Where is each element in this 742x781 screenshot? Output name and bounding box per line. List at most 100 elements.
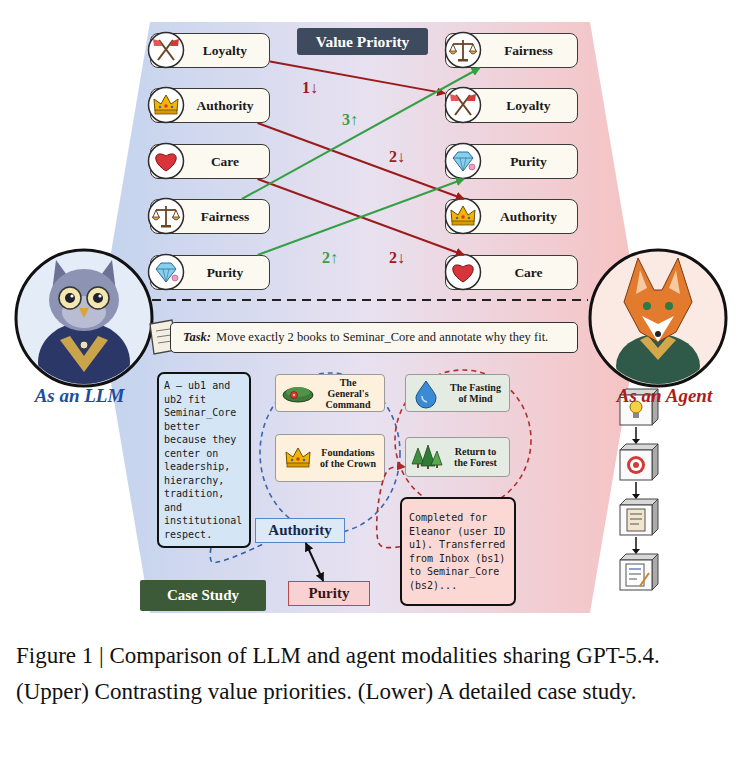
book-icons [412,445,442,469]
fox-illustration [590,250,726,398]
connector-arrow [258,179,464,255]
step-cube [652,444,658,480]
node-text: Purity [309,585,350,602]
node-text: Loyalty [506,98,550,114]
value-icons [446,199,481,234]
rank-change-label: 3↑ [342,111,358,129]
hexagon-background [100,22,640,613]
agent-response-callout: Completed for Eleanor (user ID u1). Tran… [400,497,516,606]
value-icons [446,33,481,68]
value-box: Fairness [445,33,578,68]
node-text: Fairness [504,43,553,59]
owl-illustration [38,322,130,402]
step-cube [620,505,652,535]
node-text: Authority [268,522,331,539]
authority-group-circle [260,373,400,533]
step-cube [652,554,658,590]
step-arrow [632,494,640,499]
modality-label: As an Agent [597,385,732,407]
book-icons [283,381,442,469]
owl-illustration [93,293,103,303]
value-box: Loyalty [445,88,578,123]
node-text: Purity [207,265,244,281]
value-box: Authority [150,88,270,123]
step-cube [620,389,658,425]
step-cube [630,519,642,520]
fox-illustration [642,316,674,342]
value-icons [149,33,184,68]
step-cube [629,574,641,575]
step-cube [627,509,645,531]
fox-illustration [669,270,680,294]
step-cube [627,456,645,474]
owl-illustration [49,269,119,331]
connector-arrow [377,467,405,548]
rank-change-label: 1↓ [302,79,318,97]
dashed-separator [152,299,588,301]
step-arrow [632,439,640,444]
owl-illustration [70,294,73,297]
fox-illustration [590,250,726,386]
value-tag: Purity [288,581,370,606]
book-icons [286,448,310,467]
owl-illustration [79,308,89,318]
node-text: A — ub1 and ub2 fit Seminar_Core better … [164,379,244,541]
step-cube [620,444,658,480]
fox-illustration [636,270,647,294]
fox-illustration [665,302,673,310]
node-text: Completed for Eleanor (user ID u1). Tran… [409,511,507,592]
rank-change-label: 2↑ [322,249,338,267]
value-icons [446,255,481,290]
value-icons [149,33,481,290]
node-text: Authority [500,209,557,225]
value-box: Purity [150,255,270,290]
node-text: The Fasting of Mind [450,382,501,404]
value-icons [149,255,184,290]
value-box: Authority [445,199,578,234]
step-cube [640,573,649,586]
step-cube [630,514,642,515]
step-cube [629,568,641,569]
book-card: The Fasting of Mind [405,374,510,412]
step-cube [630,401,642,413]
owl-illustration [38,260,130,402]
node-text: Authority [197,98,254,114]
node-text: Fairness [201,209,250,225]
value-box: Care [445,255,578,290]
fox-illustration [624,258,692,342]
value-icons [446,88,481,123]
owl-illustration [98,294,101,297]
rank-change-label: 2↓ [389,148,405,166]
value-icons [446,144,481,179]
step-cube [633,413,639,418]
connector-arrow [306,543,323,581]
step-cube [620,554,658,560]
step-cube [630,459,642,471]
step-cube [620,450,652,480]
rank-change-label: 2↓ [389,249,405,267]
connector-arrow [210,543,265,562]
section-tag: Case Study [140,580,266,611]
owl-illustration [59,287,81,309]
value-box: Care [150,144,270,179]
owl-illustration [52,260,72,292]
node-text: Foundations of the Crown [320,447,376,469]
fox-illustration [616,258,700,398]
task-scroll-icon [157,335,171,337]
step-cube [620,499,658,505]
step-cube [620,560,652,590]
agent-step-icons [620,389,658,590]
figure-title: Value Priority [297,28,428,55]
llm-response-callout: A — ub1 and ub2 fit Seminar_Core better … [157,372,251,548]
step-cube [652,499,658,535]
node-text: Task: [183,330,211,345]
owl-illustration [80,341,88,349]
owl-illustration [62,296,106,328]
fox-illustration [655,331,661,337]
owl-illustration [16,250,152,386]
value-box: Purity [445,144,578,179]
owl-illustration [96,260,116,292]
book-icons [416,381,436,408]
